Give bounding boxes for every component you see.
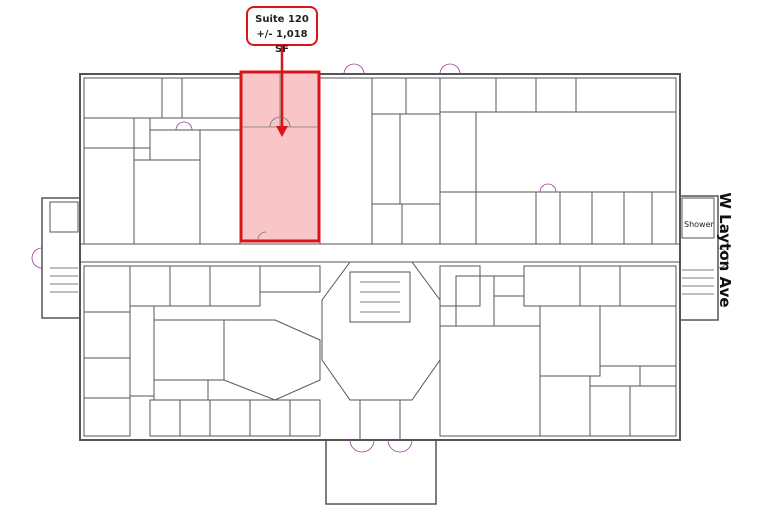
suite-area: +/- 1,018 SF — [256, 29, 308, 55]
shower-label: Shower — [684, 220, 714, 229]
central-stair — [349, 271, 411, 323]
entrance-canopy — [325, 439, 437, 505]
street-label: W Layton Ave — [716, 192, 734, 308]
east-wing — [679, 195, 719, 321]
suite-name: Suite 120 — [255, 14, 309, 25]
west-wing — [41, 197, 81, 319]
suite-callout: Suite 120 +/- 1,018 SF — [246, 6, 318, 55]
central-lobby — [321, 261, 441, 401]
callout-arrow-head — [276, 126, 288, 137]
